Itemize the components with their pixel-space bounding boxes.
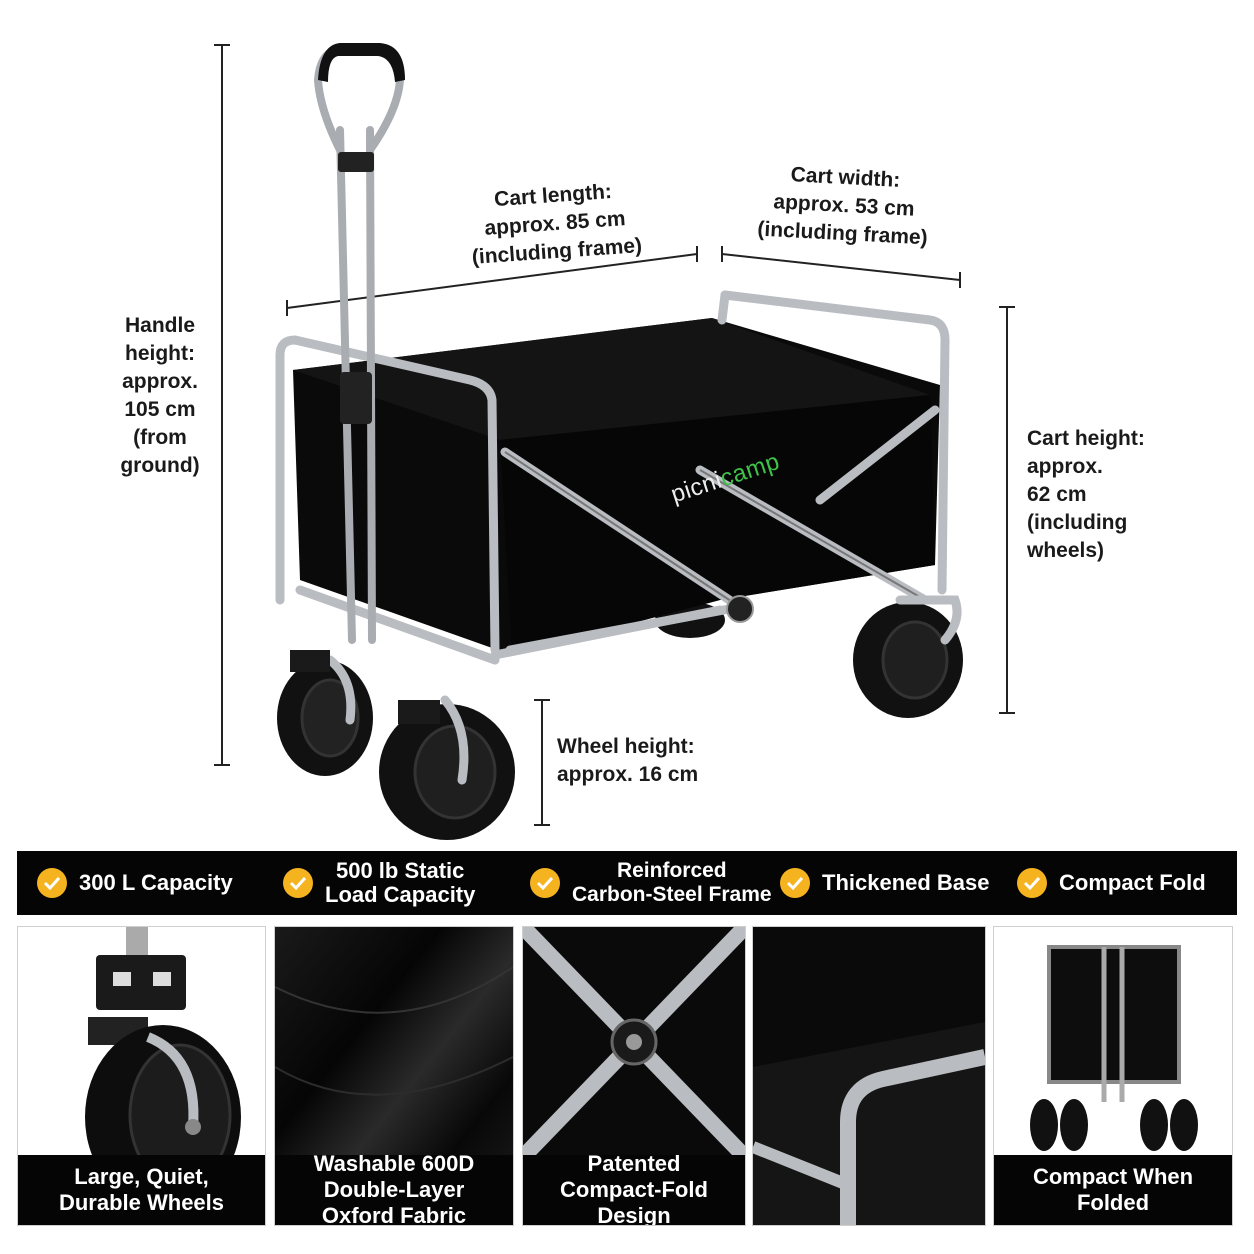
feature-thickened-base: Thickened Base [780, 851, 990, 915]
feature-compact-fold: Compact Fold [1017, 851, 1206, 915]
panel-fold-design: Patented Compact-Fold Design [522, 926, 746, 1226]
panel-wheels: Large, Quiet, Durable Wheels [17, 926, 266, 1226]
feature-label: 500 lb Static Load Capacity [325, 858, 476, 907]
cart-height-label: Cart height: approx. 62 cm (including wh… [1027, 427, 1145, 562]
panel-caption: Large, Quiet, Durable Wheels [18, 1155, 265, 1225]
dimension-lines [214, 44, 1015, 826]
panel-thickened-base [752, 926, 986, 1226]
check-icon [37, 868, 67, 898]
feature-capacity: 300 L Capacity [37, 851, 233, 915]
feature-bar: 300 L Capacity 500 lb Static Load Capaci… [17, 851, 1237, 915]
product-illustration [214, 43, 1015, 840]
check-icon [530, 868, 560, 898]
handle-height-label: Handle height: approx. 105 cm (from grou… [120, 314, 200, 477]
check-icon [780, 868, 810, 898]
panel-caption: Patented Compact-Fold Design [523, 1151, 745, 1225]
cart-width-label: Cart width: approx. 53 cm (including fra… [756, 163, 929, 250]
check-icon [1017, 868, 1047, 898]
panel-caption: Washable 600D Double-Layer Oxford Fabric [275, 1151, 513, 1225]
feature-label: Compact Fold [1059, 870, 1206, 895]
panel-folded: Compact When Folded [993, 926, 1233, 1226]
panel-caption: Compact When Folded [994, 1155, 1232, 1225]
wheels [277, 602, 963, 840]
check-icon [283, 868, 313, 898]
feature-load-capacity: 500 lb Static Load Capacity [283, 851, 475, 915]
feature-label: Reinforced Carbon-Steel Frame [572, 859, 772, 906]
panel-fabric: Washable 600D Double-Layer Oxford Fabric [274, 926, 514, 1226]
feature-frame: Reinforced Carbon-Steel Frame [530, 851, 772, 915]
feature-label: Thickened Base [822, 870, 990, 895]
wheel-height-label: Wheel height: approx. 16 cm [557, 735, 699, 786]
feature-label: 300 L Capacity [79, 870, 233, 895]
thickened-base-closeup-image [753, 927, 985, 1225]
cart-length-label: Cart length: approx. 85 cm (including fr… [471, 179, 643, 269]
